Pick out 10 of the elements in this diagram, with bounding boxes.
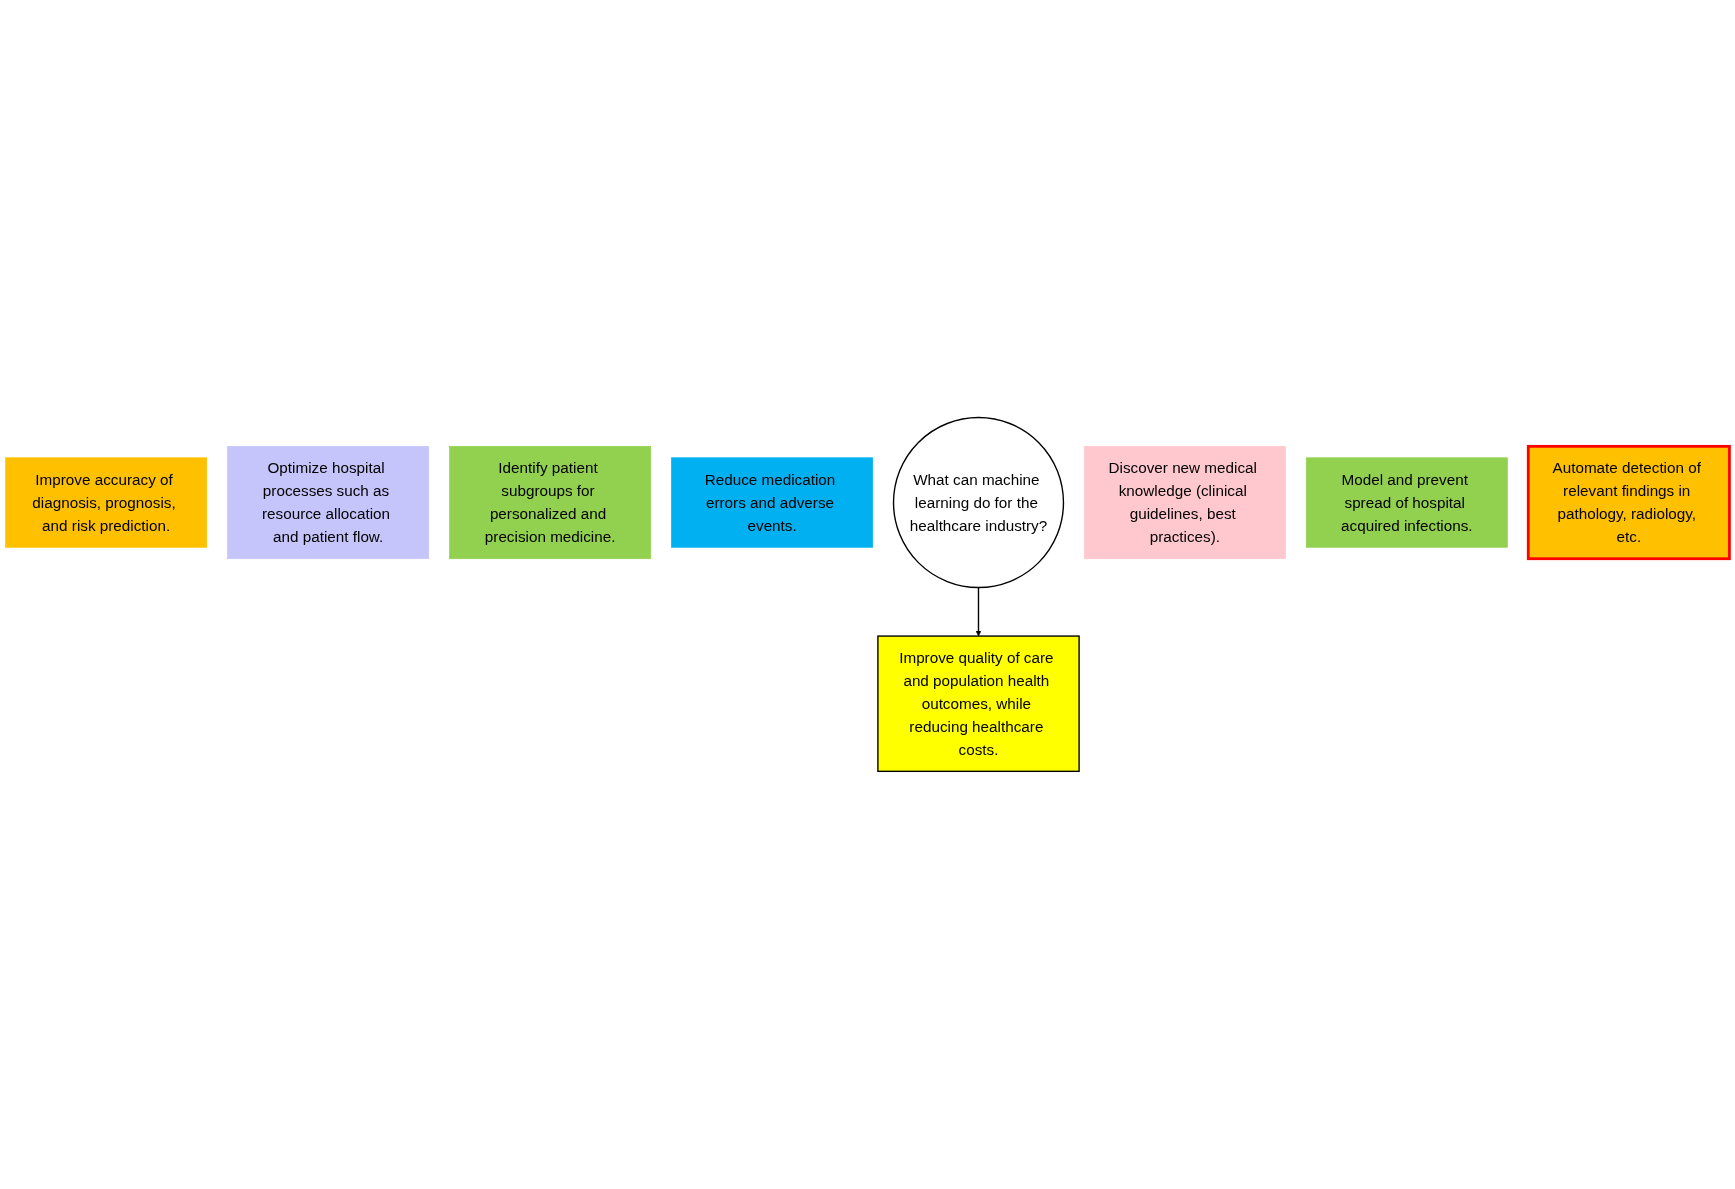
arrow — [975, 586, 982, 637]
node-box: Model and prevent spread of hospital acquired infections. — [1305, 457, 1508, 548]
node-box: Improve quality of care and population health outcomes, while reducing healthcare costs. — [877, 635, 1080, 773]
node-box: Identify patient subgroups for personalized and precision medicine. — [449, 446, 652, 560]
node-circle: What can machine learning do for the healthcare industry? — [892, 416, 1065, 589]
node-box: Optimize hospital processes such as resource allocation and patient flow. — [227, 446, 430, 560]
node-box: Automate detection of relevant findings in pathology, radiology, etc. — [1526, 445, 1731, 561]
node-box: Discover new medical knowledge (clinical guidelines, best practices). — [1083, 446, 1286, 560]
node-box: Improve accuracy of diagnosis, prognosis, and risk prediction. — [5, 457, 208, 548]
node-box: Reduce medication errors and adverse events. — [671, 457, 874, 548]
